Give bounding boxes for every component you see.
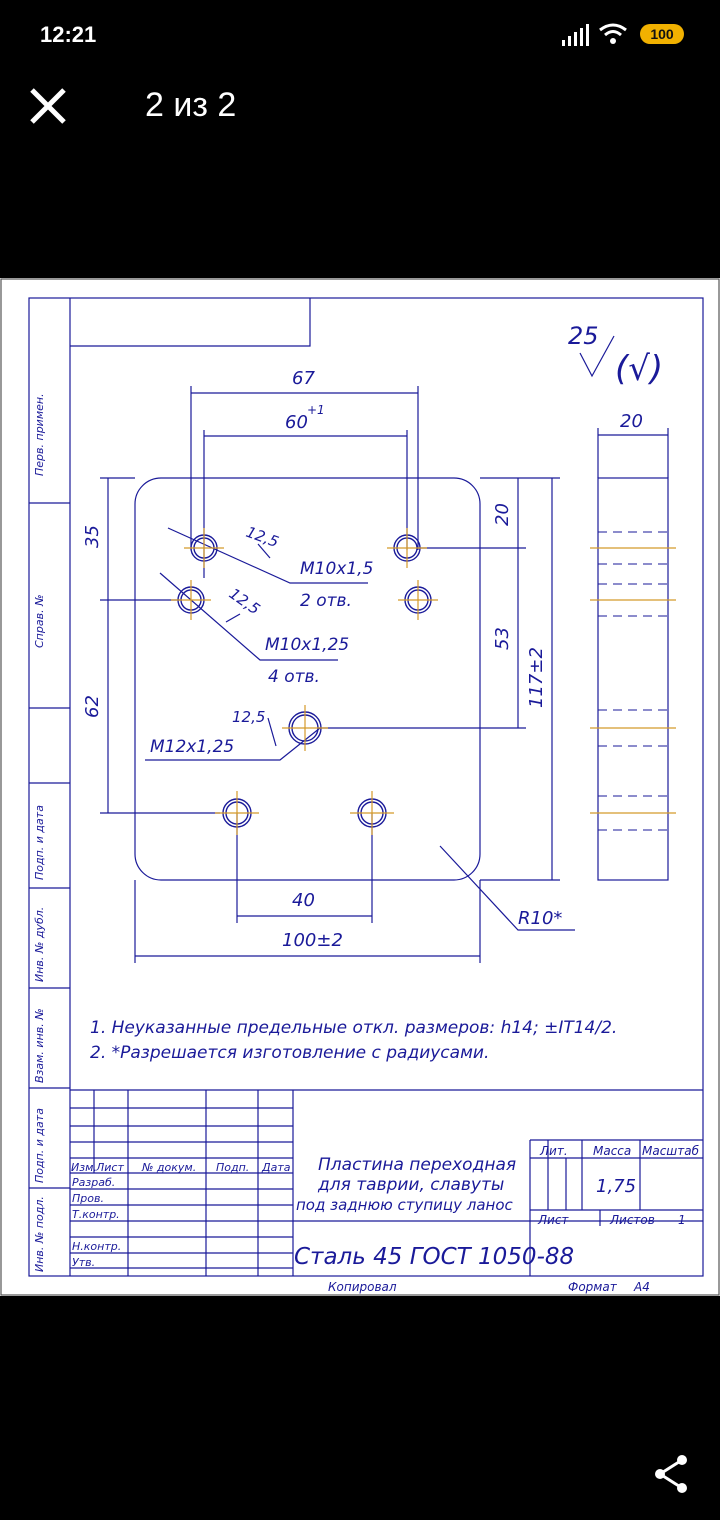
share-icon (655, 1455, 687, 1493)
tb-row-utv: Утв. (72, 1256, 95, 1269)
tb-row-razrab: Разраб. (72, 1176, 115, 1189)
side-label-3: Подп. и дата (33, 805, 46, 880)
side-label-4: Инв. № дубл. (33, 907, 46, 982)
dim-right-20: 20 (492, 503, 513, 526)
battery-icon: 100 (640, 24, 684, 44)
side-label-2: Справ. № (33, 594, 46, 648)
roughness-symbol: (√) (615, 349, 663, 389)
dim-60: 60 (285, 412, 308, 433)
tb-header-izm: Изм. (71, 1161, 97, 1174)
status-time: 12:21 (40, 22, 97, 47)
dim-left-62: 62 (82, 695, 103, 718)
tb-title-1: Пластина переходная (318, 1155, 516, 1175)
tb-sheets: Листов (609, 1213, 655, 1227)
tb-header-doc: № докум. (141, 1161, 196, 1174)
tb-row-prov: Пров. (72, 1192, 104, 1205)
tb-title-2: для таврии, славуты (317, 1175, 504, 1195)
rough-12-5-c: 12,5 (232, 708, 265, 726)
tb-title-3: под заднюю ступицу ланос (296, 1196, 514, 1214)
tb-header-list: Лист (95, 1161, 124, 1174)
note-1: 1. Неуказанные предельные откл. размеров… (90, 1018, 617, 1038)
tb-row-nkontr: Н.контр. (72, 1240, 121, 1253)
share-button[interactable] (650, 1452, 694, 1496)
rough-12-5-a: 12,5 (244, 523, 282, 551)
side-label-5: Взам. инв. № (33, 1008, 46, 1083)
thread-m10x125-count: 4 отв. (268, 667, 320, 687)
roughness-value: 25 (568, 322, 599, 350)
dim-radius: R10* (518, 908, 562, 929)
tb-header-date: Дата (261, 1161, 291, 1174)
dim-thickness: 20 (620, 411, 643, 432)
tb-material: Сталь 45 ГОСТ 1050-88 (294, 1244, 574, 1270)
tb-scale: Масштаб (642, 1144, 700, 1158)
image-viewer[interactable]: 25 (√) 67 60 +1 20 35 62 20 53 117±2 40 … (0, 278, 720, 1296)
viewer-toolbar: 2 из 2 (0, 70, 720, 150)
side-label-7: Инв. № подл. (33, 1196, 46, 1272)
tb-sheet: Лист (537, 1213, 569, 1227)
tb-header-sign: Подп. (216, 1161, 249, 1174)
dim-right-117: 117±2 (526, 647, 547, 708)
side-label-1: Перв. примен. (33, 393, 46, 476)
dim-67: 67 (292, 368, 315, 389)
dim-60-tol: +1 (307, 403, 325, 417)
image-counter: 2 из 2 (145, 86, 237, 124)
thread-m10x15: M10x1,5 (300, 559, 373, 579)
close-icon (30, 88, 66, 124)
tb-copied: Копировал (328, 1280, 397, 1294)
tb-sheets-value: 1 (678, 1213, 686, 1227)
close-button[interactable] (26, 84, 72, 130)
rough-12-5-b: 12,5 (226, 585, 264, 619)
note-2: 2. *Разрешается изготовление с радиусами… (90, 1043, 489, 1063)
thread-m10x125: M10x1,25 (265, 635, 349, 655)
tb-mass-value: 1,75 (596, 1176, 636, 1197)
thread-m10x15-count: 2 отв. (300, 591, 352, 611)
technical-drawing: 25 (√) 67 60 +1 20 35 62 20 53 117±2 40 … (0, 278, 720, 1296)
dim-bottom-100: 100±2 (282, 930, 343, 951)
wifi-icon (599, 23, 627, 44)
side-label-6: Подп. и дата (33, 1108, 46, 1183)
dim-bottom-40: 40 (292, 890, 315, 911)
dim-right-53: 53 (492, 627, 513, 650)
tb-format-label: Формат (568, 1280, 618, 1294)
status-icons: 100 (554, 22, 684, 50)
tb-format-value: A4 (633, 1280, 650, 1294)
status-bar: 12:21 100 (0, 0, 720, 70)
tb-mass: Масса (593, 1144, 631, 1158)
thread-m12x125: M12x1,25 (150, 737, 234, 757)
tb-row-tkontr: Т.контр. (72, 1208, 120, 1221)
signal-icon (562, 24, 589, 46)
dim-left-35: 35 (82, 525, 103, 548)
tb-lit: Лит. (539, 1144, 568, 1158)
